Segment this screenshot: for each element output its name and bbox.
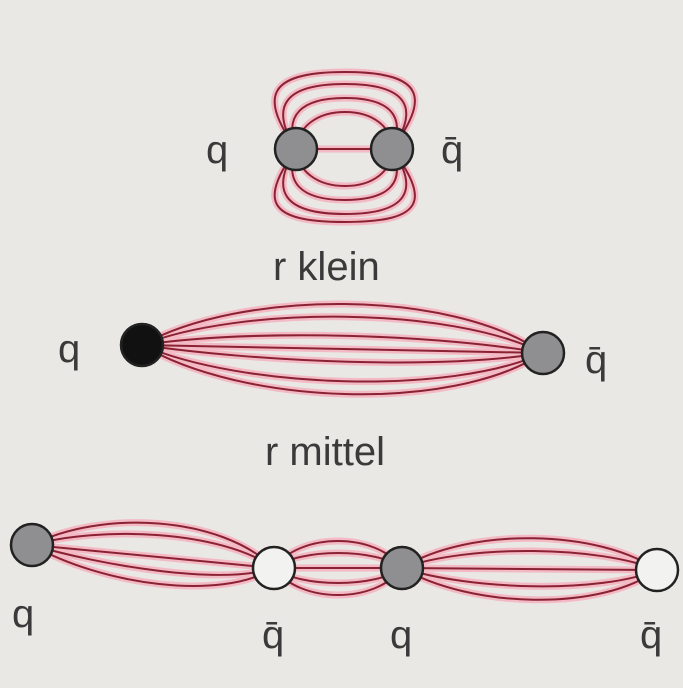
antiquark-sphere-1 [251,545,297,591]
field-line [31,532,275,569]
quark-label-1: q [12,592,34,636]
field-line [141,344,544,354]
panel-large-separation: q q̄ q q̄ [9,519,680,657]
field-line [273,70,416,150]
caption-medium-separation: r mittel [265,430,385,474]
field-line [401,567,658,571]
field-line [141,344,544,396]
antiquark-sphere [369,126,415,172]
antiquark-label-2: q̄ [640,613,662,657]
field-line [401,549,658,571]
quark-sphere-1 [9,522,55,568]
quark-sphere-black [119,322,165,368]
panel-small-separation: q q̄ r klein [206,68,463,289]
field-line [141,315,544,354]
quark-label: q [206,128,228,172]
broken-string-lines [28,519,661,604]
field-line [141,334,544,354]
field-line [401,567,658,588]
antiquark-sphere-2 [634,547,680,593]
flux-tube-lines [138,300,547,398]
field-line [291,96,398,150]
field-line [282,82,408,150]
quark-sphere-2 [379,545,425,591]
field-line [31,544,275,569]
field-line [141,344,544,364]
field-line [31,544,275,587]
field-line [291,148,398,202]
quark-sphere [273,126,319,172]
field-line [273,148,416,224]
field-line [401,567,658,601]
field-line [401,537,658,571]
caption-small-separation: r klein [273,245,380,289]
quark-label-2: q [390,613,412,657]
field-line [141,302,544,354]
antiquark-label: q̄ [585,338,607,382]
field-line [31,544,275,576]
quark-label: q [58,327,80,371]
antiquark-label: q̄ [441,128,463,172]
field-line [141,344,544,383]
antiquark-label-1: q̄ [262,613,284,657]
field-line [31,521,275,569]
panel-medium-separation: q q̄ r mittel [58,300,607,474]
field-line [282,148,408,216]
antiquark-sphere [520,330,566,376]
